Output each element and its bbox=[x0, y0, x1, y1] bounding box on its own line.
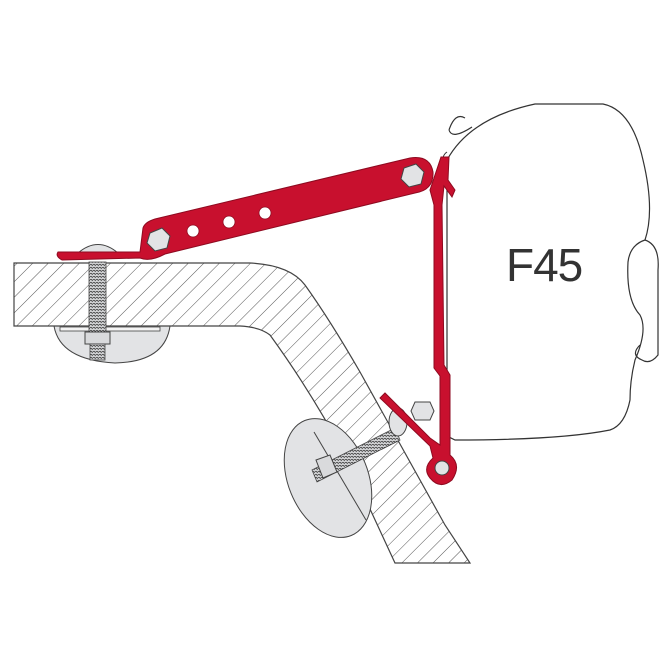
arm-hole-3 bbox=[258, 206, 272, 220]
awning-cassette bbox=[441, 103, 659, 441]
upper-backing-plate bbox=[53, 325, 171, 364]
red-adapter-arm bbox=[56, 157, 434, 261]
lower-backing-plate bbox=[283, 418, 373, 538]
arm-hole-1 bbox=[186, 224, 200, 238]
roof-beam bbox=[13, 262, 472, 564]
red-vertical-bracket bbox=[379, 156, 457, 485]
lower-bolt bbox=[311, 407, 408, 483]
hex-bolt-left bbox=[146, 227, 171, 252]
upper-bolt bbox=[76, 244, 120, 361]
bracket-nut bbox=[410, 401, 435, 421]
awning-model-label: F45 bbox=[506, 239, 583, 291]
arm-hole-2 bbox=[222, 215, 236, 229]
hex-bolt-right bbox=[400, 163, 425, 188]
